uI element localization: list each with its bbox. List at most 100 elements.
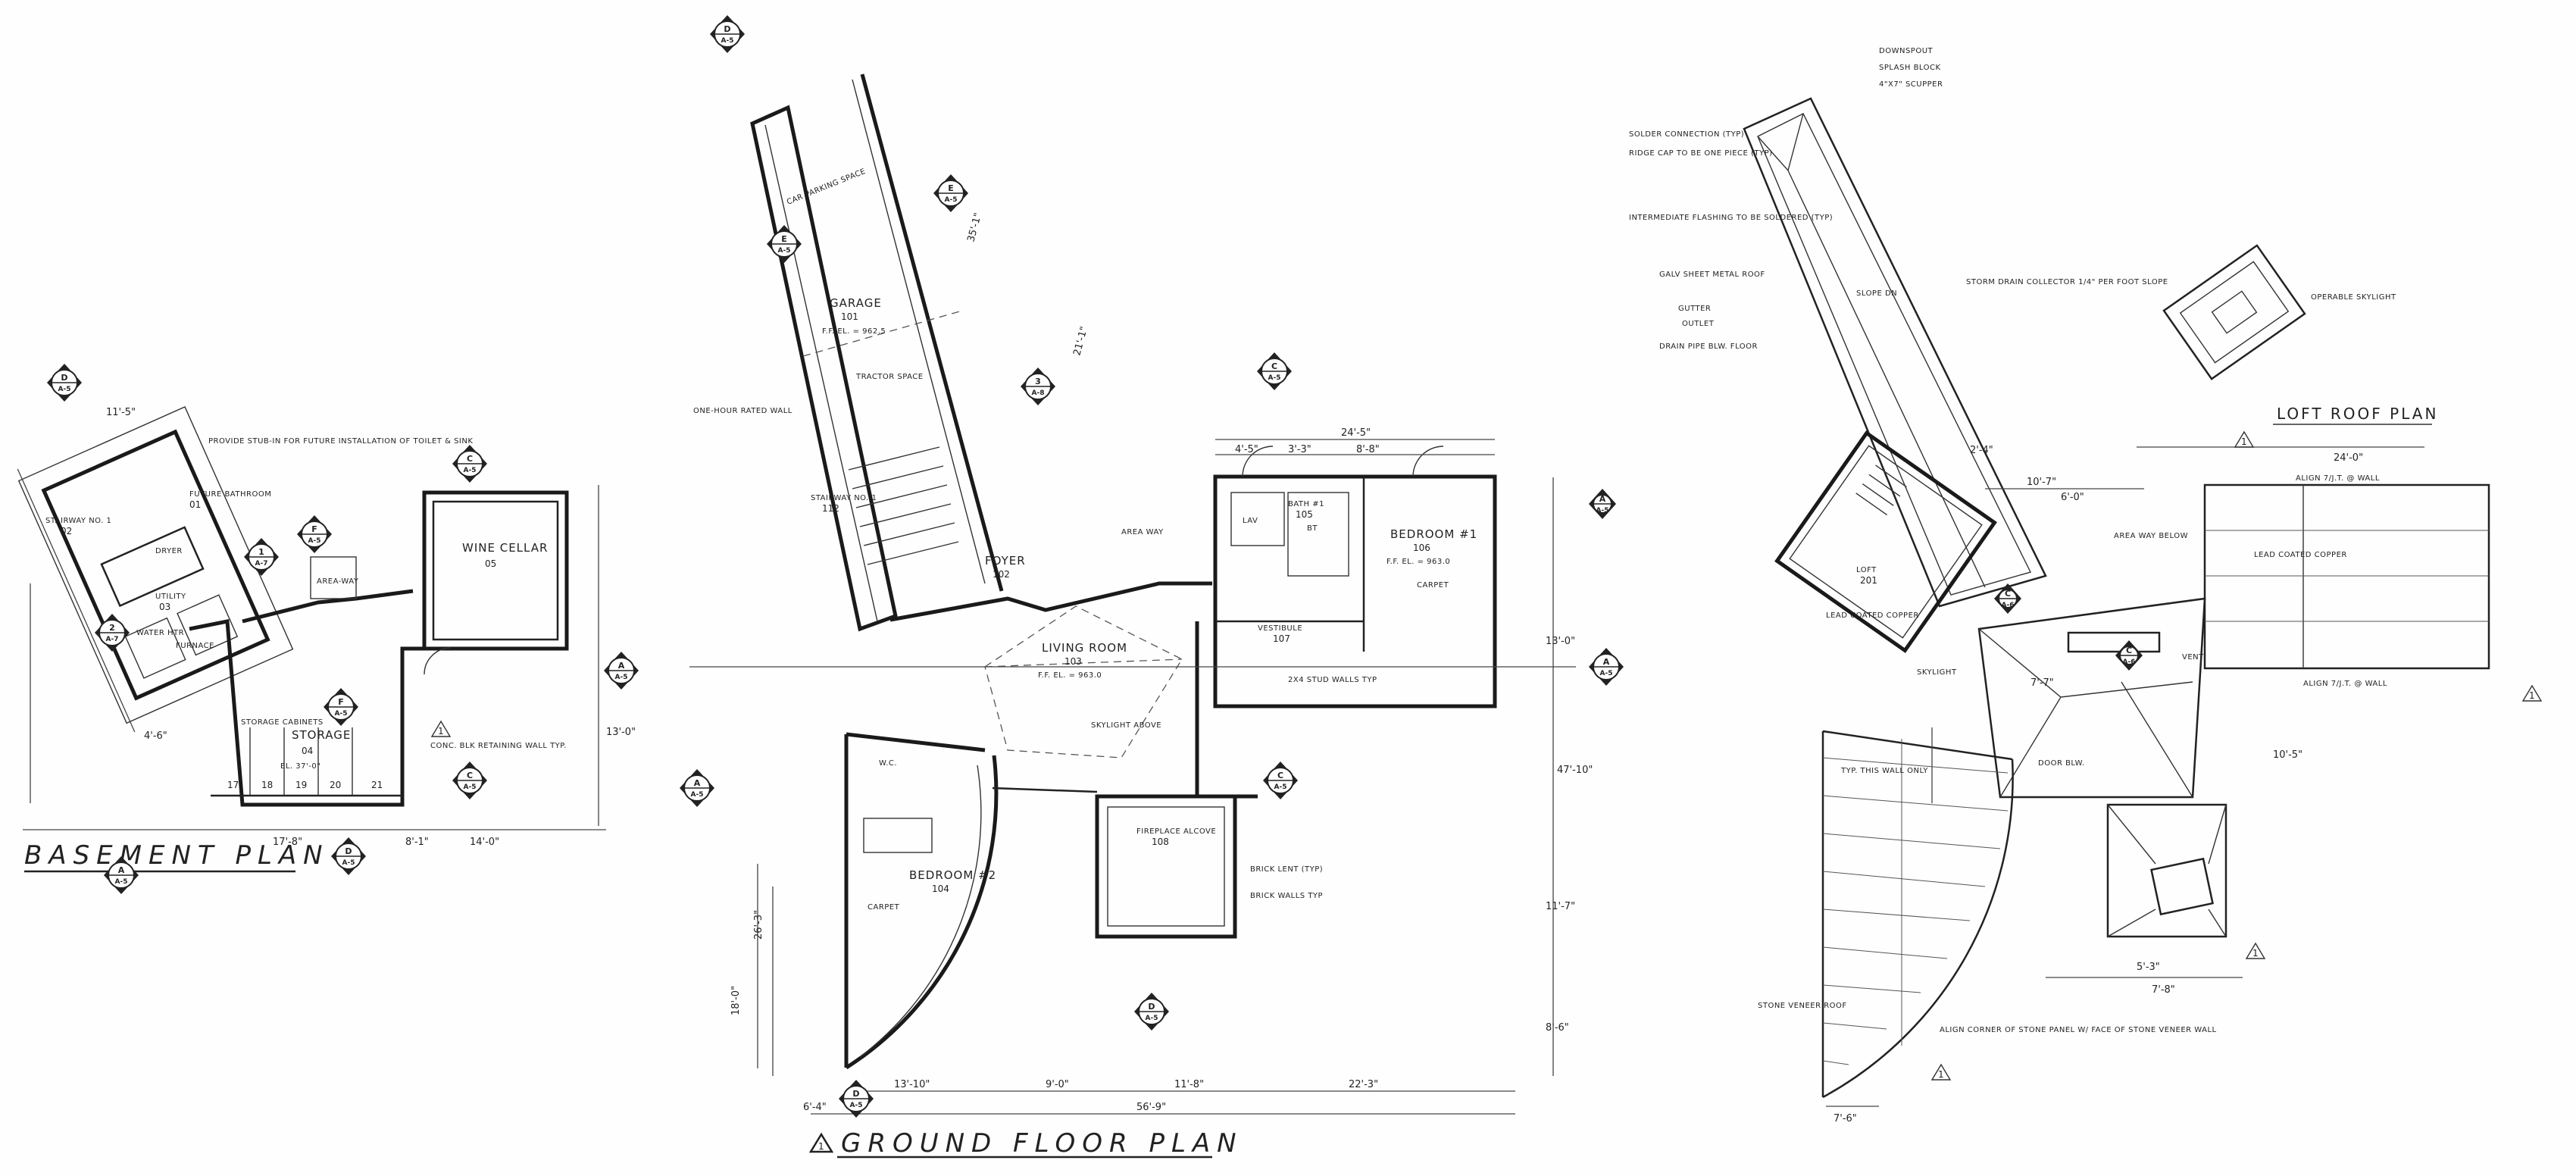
garage-west-wall (750, 105, 898, 632)
section-marker-sheet: A-5 (691, 791, 704, 799)
svg-text:19: 19 (295, 780, 307, 790)
section-marker-sheet: A-5 (1146, 1015, 1158, 1022)
room-number: 03 (159, 602, 170, 612)
svg-text:Brick Lent (typ): Brick Lent (typ) (1250, 865, 1323, 874)
section-marker: EA-5 (933, 174, 968, 212)
bathtub (863, 818, 933, 853)
basement-plan-title: Basement Plan (24, 840, 330, 871)
section-marker-letter: D (1148, 1002, 1155, 1012)
section-marker-sheet: A-5 (464, 467, 477, 474)
room-label-vestibule: Vestibule (1258, 624, 1302, 633)
section-marker-sheet: A-5 (721, 37, 734, 45)
room-label-foyer: Foyer (985, 554, 1026, 568)
section-marker-letter: F (311, 524, 317, 534)
svg-text:Skylight: Skylight (1917, 668, 1957, 677)
section-marker-sheet: A-5 (1596, 507, 1609, 514)
skylight (2067, 631, 2161, 653)
svg-text:Align corner of stone panel w/: Align corner of stone panel w/ face of s… (1940, 1026, 2217, 1034)
room-number: 107 (1273, 633, 1290, 644)
stairway (848, 446, 959, 565)
svg-text:Galv sheet metal roof: Galv sheet metal roof (1659, 271, 1765, 279)
svg-text:8'-6": 8'-6" (1546, 1022, 1569, 1034)
note: Conc. blk retaining wall typ. (430, 742, 567, 750)
svg-text:10'-7": 10'-7" (2027, 477, 2056, 488)
ground-dimensions: 13'-10" 9'-0" 11'-8" 22'-3" 56'-9" 6'-4"… (730, 211, 1593, 1113)
section-marker: FA-5 (297, 515, 332, 553)
svg-text:1: 1 (438, 726, 444, 737)
room-label-fireplace-alcove: Fireplace Alcove (1136, 827, 1216, 836)
room-label-garage: Garage (830, 296, 882, 310)
foyer-south-wall (889, 581, 1212, 622)
svg-text:Storm drain collector 1/4" per: Storm drain collector 1/4" per foot slop… (1966, 278, 2168, 286)
svg-text:13'-0": 13'-0" (1546, 636, 1575, 647)
svg-text:20: 20 (330, 780, 341, 790)
section-marker-letter: D (724, 24, 730, 34)
section-marker: A A-5 (104, 856, 139, 894)
section-marker: DA-5 (839, 1080, 874, 1118)
section-marker: CA-5 (1257, 352, 1292, 390)
section-marker-letter: 2 (109, 623, 115, 633)
svg-text:10'-5": 10'-5" (2273, 749, 2302, 761)
section-marker-letter: A (118, 865, 125, 875)
chimney (2150, 857, 2214, 916)
svg-text:Ridge cap to be one piece (typ: Ridge cap to be one piece (typ) (1629, 149, 1773, 158)
svg-text:Typ. this wall only: Typ. this wall only (1840, 767, 1928, 775)
ground-floor-plan: Car Parking Space Garage 101 F.F. EL. = … (689, 74, 1593, 1159)
svg-text:18: 18 (261, 780, 273, 790)
svg-text:Lav: Lav (1243, 517, 1258, 525)
svg-text:Gutter: Gutter (1678, 305, 1711, 313)
svg-text:Stone veneer roof: Stone veneer roof (1758, 1002, 1847, 1010)
cabinet-numbers: 17 18 19 20 21 (227, 780, 383, 790)
svg-text:11'-5": 11'-5" (106, 407, 136, 418)
section-marker: AA-5 (1589, 648, 1624, 686)
room-number: 103 (1064, 656, 1082, 667)
section-marker-sheet: A-8 (1032, 389, 1045, 397)
svg-text:11'-8": 11'-8" (1174, 1079, 1204, 1090)
section-marker-letter: C (467, 771, 473, 780)
section-marker-letter: C (467, 454, 473, 464)
svg-text:13'-0": 13'-0" (606, 727, 636, 738)
note: Furnace (176, 642, 214, 650)
room-label-future-bathroom: Future Bathroom (189, 490, 271, 499)
svg-text:6'-4": 6'-4" (803, 1102, 827, 1113)
room-label-living-room: Living Room (1042, 641, 1127, 655)
svg-text:21'-1": 21'-1" (1071, 325, 1090, 357)
section-marker-sheet: A-5 (115, 878, 128, 886)
room-elevation: EL. 37'-0" (280, 762, 320, 771)
svg-text:7'-7": 7'-7" (2030, 677, 2054, 689)
section-marker: DA-5 (47, 364, 82, 402)
svg-text:Solder connection (typ): Solder connection (typ) (1629, 130, 1744, 139)
section-marker-sheet: A-5 (615, 674, 628, 681)
svg-text:Door blw.: Door blw. (2038, 759, 2085, 768)
loft-roof-plan-detail (2162, 244, 2306, 380)
svg-text:Carpet: Carpet (1417, 581, 1449, 590)
section-marker: FA-5 (324, 688, 358, 726)
room-label-stairway: Stairway No. 1 (811, 494, 877, 502)
section-marker: AA-5 (604, 652, 639, 690)
svg-text:Vent: Vent (2182, 653, 2204, 662)
section-marker-sheet: A-6 (2123, 658, 2136, 666)
svg-text:Outlet: Outlet (1682, 320, 1715, 328)
svg-text:7'-6": 7'-6" (1834, 1113, 1857, 1124)
svg-text:7'-8": 7'-8" (2152, 984, 2175, 996)
section-marker-letter: A (694, 778, 701, 788)
room-elevation: F.F. EL. = 963.0 (1386, 558, 1450, 566)
room-number: 101 (841, 311, 858, 322)
section-marker-letter: D (345, 846, 352, 856)
room-label-loft: Loft (1856, 566, 1877, 574)
section-marker-sheet: A-5 (58, 386, 71, 393)
skylight-above (984, 605, 1183, 758)
loft-roof-stair-block (1774, 430, 1997, 653)
section-marker-sheet: A-7 (255, 560, 268, 568)
note: Dryer (155, 547, 183, 555)
room-label-car-parking: Car Parking Space (786, 167, 867, 207)
room-label-stairway: Stairway No. 1 (45, 517, 111, 525)
section-marker-letter: A (1603, 657, 1610, 667)
svg-text:Splash block: Splash block (1879, 64, 1941, 72)
section-marker-letter: C (2005, 589, 2011, 599)
note: Provide stub-in for future installation … (208, 437, 473, 446)
svg-text:Drain pipe blw. floor: Drain pipe blw. floor (1659, 342, 1758, 351)
section-marker-sheet: A-5 (1268, 374, 1281, 382)
svg-text:17: 17 (227, 780, 239, 790)
